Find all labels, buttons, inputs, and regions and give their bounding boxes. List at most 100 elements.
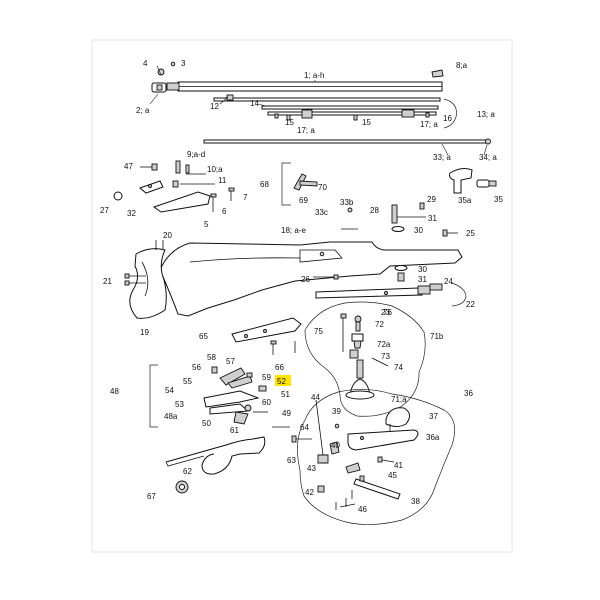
label-30a: 30 bbox=[414, 226, 423, 235]
part-front-sight bbox=[431, 69, 444, 78]
label-1: 1; a-h bbox=[304, 71, 324, 80]
label-34: 34; a bbox=[479, 153, 497, 162]
part-screw-42 bbox=[317, 485, 325, 493]
label-9: 9;a-d bbox=[187, 150, 205, 159]
part-key-24 bbox=[429, 283, 443, 291]
label-37: 37 bbox=[429, 412, 438, 421]
label-52: 52 bbox=[277, 377, 286, 386]
part-screw-25 bbox=[442, 229, 458, 237]
part-screws-10-11 bbox=[172, 173, 215, 188]
label-14: 14 bbox=[250, 99, 259, 108]
part-stock bbox=[159, 241, 463, 317]
part-bridle-40 bbox=[329, 441, 340, 455]
leader-lines-top bbox=[149, 65, 488, 156]
label-13: 13; a bbox=[477, 110, 495, 119]
label-15b: 15 bbox=[362, 118, 371, 127]
label-24: 24 bbox=[444, 277, 453, 286]
label-61: 61 bbox=[230, 426, 239, 435]
label-33c: 33c bbox=[315, 208, 328, 217]
part-trigger-guard bbox=[165, 436, 266, 475]
label-10: 10;a bbox=[207, 165, 223, 174]
part-breech-plug bbox=[151, 82, 167, 93]
label-36a: 36a bbox=[426, 433, 440, 442]
part-screw-41 bbox=[377, 456, 395, 463]
label-55: 55 bbox=[183, 377, 192, 386]
part-sear-45 bbox=[345, 462, 361, 474]
part-washers-30b-31b bbox=[394, 265, 408, 282]
part-tang bbox=[152, 191, 211, 213]
part-pin-39 bbox=[334, 423, 340, 429]
part-tumbler-69-70 bbox=[293, 173, 318, 191]
label-60: 60 bbox=[262, 398, 271, 407]
label-36: 36 bbox=[464, 389, 473, 398]
part-screw-26 bbox=[313, 274, 339, 280]
label-30b: 30 bbox=[418, 265, 427, 274]
part-screw-29 bbox=[419, 202, 425, 210]
part-washer-30a bbox=[391, 226, 405, 232]
part-rod-44 bbox=[315, 399, 324, 456]
label-15a: 15 bbox=[285, 118, 294, 127]
label-47: 47 bbox=[124, 162, 133, 171]
label-35: 35 bbox=[494, 195, 503, 204]
label-45: 45 bbox=[388, 471, 397, 480]
part-small-73 bbox=[349, 349, 359, 359]
page-border bbox=[91, 39, 513, 553]
part-screws-20 bbox=[155, 240, 164, 250]
label-23: 23 bbox=[381, 308, 390, 317]
label-6: 6 bbox=[222, 207, 227, 216]
label-38: 38 bbox=[411, 497, 420, 506]
label-3: 3 bbox=[181, 59, 186, 68]
part-screw-7 bbox=[228, 187, 235, 201]
part-rib bbox=[213, 94, 441, 102]
part-spring-43 bbox=[317, 454, 329, 464]
part-nipple-35a bbox=[449, 168, 473, 194]
label-27: 27 bbox=[100, 206, 109, 215]
label-58: 58 bbox=[207, 353, 216, 362]
label-40: 40 bbox=[331, 441, 340, 450]
label-43: 43 bbox=[307, 464, 316, 473]
part-nipple-72 bbox=[351, 315, 364, 349]
part-spring-75 bbox=[340, 313, 347, 352]
part-screw-6 bbox=[210, 193, 217, 212]
label-67: 67 bbox=[147, 492, 156, 501]
label-72a: 72a bbox=[377, 340, 391, 349]
label-11: 11 bbox=[218, 176, 227, 185]
label-51: 51 bbox=[281, 390, 290, 399]
label-26: 26 bbox=[301, 275, 310, 284]
label-42: 42 bbox=[305, 488, 314, 497]
label-72: 72 bbox=[375, 320, 384, 329]
label-20: 20 bbox=[163, 231, 172, 240]
part-underrib bbox=[267, 109, 437, 121]
part-screws-66 bbox=[270, 340, 296, 355]
group-outline-71b bbox=[304, 301, 426, 417]
part-frizzen-37 bbox=[385, 407, 410, 436]
part-screws-63-64 bbox=[272, 426, 312, 443]
label-57: 57 bbox=[226, 357, 235, 366]
label-62: 62 bbox=[183, 467, 192, 476]
part-small-screw-3 bbox=[170, 61, 176, 67]
label-48a: 48a bbox=[164, 412, 178, 421]
label-71b: 71b bbox=[430, 332, 444, 341]
part-sight-leaf bbox=[175, 160, 190, 174]
label-75: 75 bbox=[314, 327, 323, 336]
part-screw-35 bbox=[476, 179, 497, 188]
label-2: 2; a bbox=[136, 106, 150, 115]
label-33: 33; a bbox=[433, 153, 451, 162]
label-21: 21 bbox=[103, 277, 112, 286]
label-39: 39 bbox=[332, 407, 341, 416]
label-74: 74 bbox=[394, 363, 403, 372]
label-69: 69 bbox=[299, 196, 308, 205]
label-56: 56 bbox=[192, 363, 201, 372]
label-19: 19 bbox=[140, 328, 149, 337]
label-8a: 8;a bbox=[456, 61, 468, 70]
part-washer-27 bbox=[113, 191, 123, 201]
part-screws-21 bbox=[124, 273, 146, 286]
group-bracket-22 bbox=[451, 282, 467, 307]
label-28: 28 bbox=[370, 206, 379, 215]
label-73: 73 bbox=[381, 352, 390, 361]
part-screws-33bc bbox=[341, 207, 358, 230]
part-butt-plate bbox=[129, 248, 167, 319]
label-17b: 17; a bbox=[420, 120, 438, 129]
label-32: 32 bbox=[127, 209, 136, 218]
